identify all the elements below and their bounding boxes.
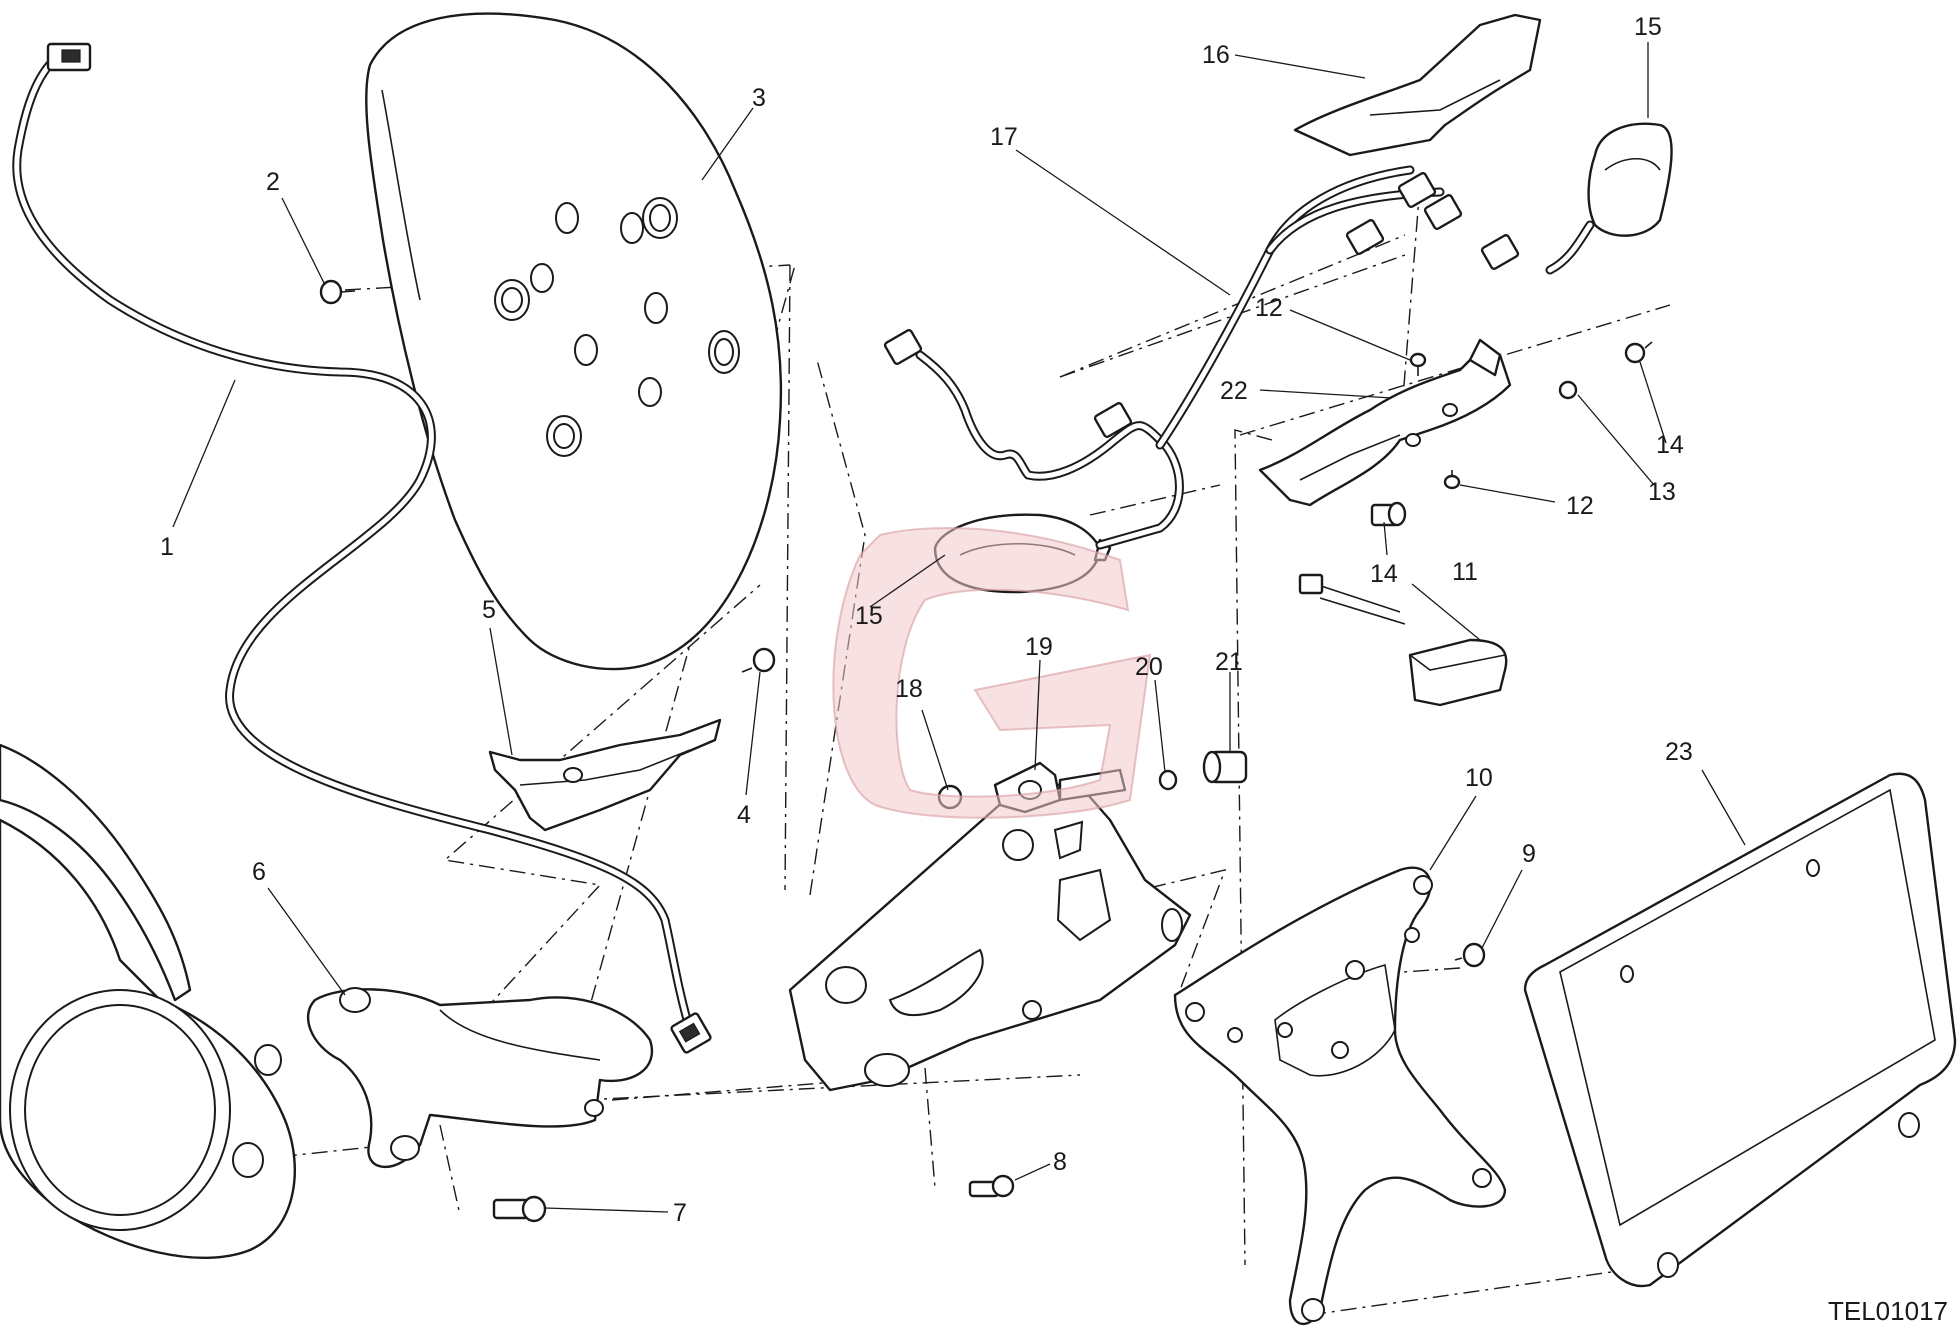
callout-12-upper: 12 (1255, 294, 1283, 322)
part-16-cover (1293, 13, 1542, 157)
part-12-screw-upper (1409, 352, 1427, 376)
part-2-screw (319, 279, 356, 305)
callout-13: 13 (1648, 478, 1676, 506)
callout-4: 4 (737, 801, 751, 829)
part-1-wire-harness (12, 42, 712, 1054)
part-5-bracket (488, 718, 722, 832)
callout-22: 22 (1220, 377, 1248, 405)
swingarm-hub (0, 743, 296, 1260)
callout-8: 8 (1053, 1148, 1067, 1176)
part-14-bolt-lower (1370, 501, 1407, 527)
callout-18: 18 (895, 675, 923, 703)
watermark-logo: G (0, 0, 1152, 819)
part-13-nut (1558, 380, 1578, 400)
callout-10: 10 (1465, 764, 1493, 792)
callout-7: 7 (673, 1199, 687, 1227)
callout-labels: 1 2 3 4 5 6 7 8 9 10 11 12 12 13 14 14 1… (160, 13, 1948, 1326)
part-12-screw-lower (1443, 470, 1461, 490)
callout-14-lower: 14 (1370, 560, 1398, 588)
callout-12-lower: 12 (1566, 492, 1594, 520)
watermark-glyph: G (0, 0, 1, 1)
callout-20: 20 (1135, 653, 1163, 681)
part-7-bolt (492, 1195, 547, 1223)
central-bracket (788, 778, 1192, 1092)
callout-15-left: 15 (855, 602, 883, 630)
part-17-indicator-harness (883, 165, 1595, 550)
part-6-mount-bracket (306, 987, 654, 1169)
callout-11: 11 (1452, 558, 1478, 586)
callout-14-right: 14 (1656, 431, 1684, 459)
part-21-rubber-spacer (1202, 750, 1248, 784)
callout-3: 3 (752, 84, 766, 112)
callout-6: 6 (252, 858, 266, 886)
part-8-bolt (968, 1174, 1015, 1198)
callout-23: 23 (1665, 738, 1693, 766)
part-23-licence-plate (1523, 772, 1957, 1288)
callout-2: 2 (266, 168, 280, 196)
part-4-screw (741, 647, 776, 673)
callout-17: 17 (990, 123, 1018, 151)
part-14-bolt-right (1624, 341, 1653, 364)
part-3-shield (365, 12, 783, 671)
callout-16: 16 (1202, 41, 1230, 69)
drawing-code: TEL01017 (1828, 1296, 1948, 1326)
leader-lines (172, 42, 1746, 1213)
callout-21: 21 (1215, 648, 1243, 676)
part-9-screw (1454, 942, 1486, 968)
callout-9: 9 (1522, 840, 1536, 868)
callout-15-right: 15 (1634, 13, 1662, 41)
part-10-plate-frame (1173, 866, 1507, 1326)
part-22-bracket (1258, 338, 1512, 507)
callout-5: 5 (482, 596, 496, 624)
callout-1: 1 (160, 533, 174, 561)
callout-19: 19 (1025, 633, 1053, 661)
part-11-plate-light (1298, 573, 1508, 707)
part-20-washer (1158, 769, 1178, 791)
part-15-right-indicator (1587, 122, 1673, 237)
